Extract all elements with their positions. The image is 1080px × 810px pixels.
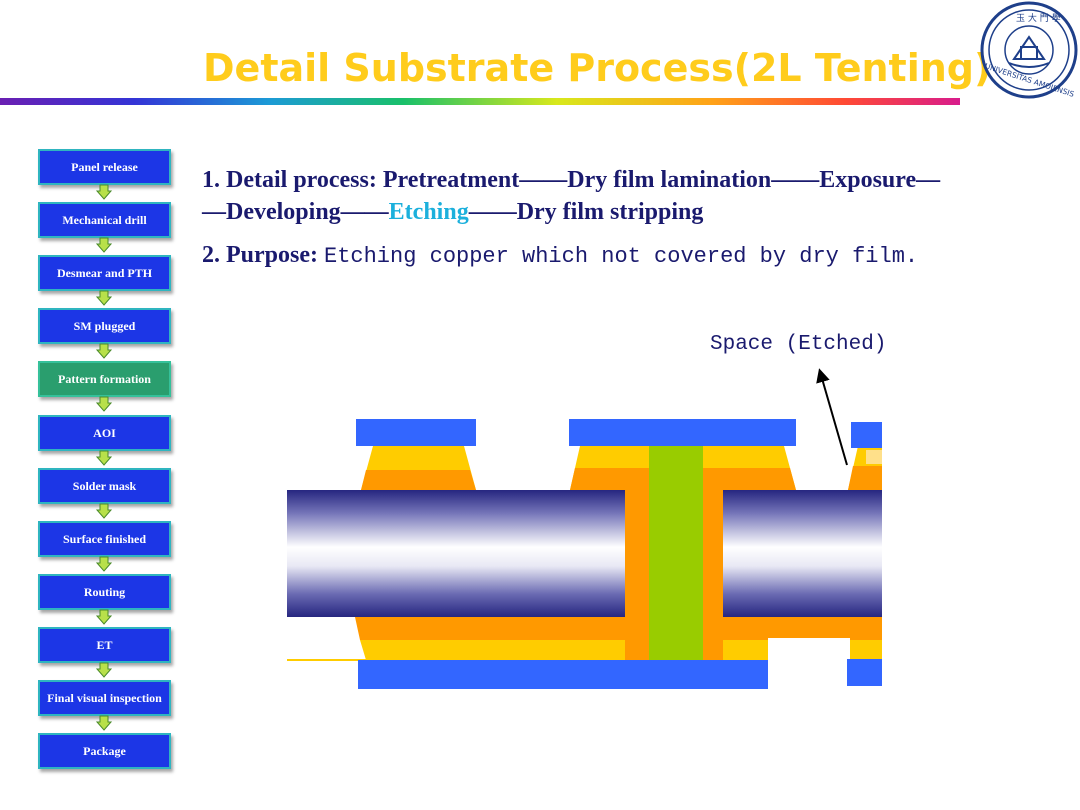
detail-process-line-2: —Developing——Etching——Dry film stripping [202,199,703,226]
detail-process-prefix: 1. Detail process: [202,167,383,193]
step-dry-film-stripping: Dry film stripping [516,199,704,225]
etched-space-arrow [816,368,848,466]
dry-film-top-center [569,419,796,446]
svg-text:⽟ ⼤ ⾨ 學: ⽟ ⼤ ⾨ 學 [1016,12,1061,24]
left-pad-top-copper-inner [361,470,476,490]
flow-arrow-down-icon [96,715,112,731]
flow-arrow-down-icon [96,184,112,200]
detail-process-line-1: 1. Detail process: Pretreatment——Dry fil… [202,167,940,194]
dry-film-top-left [356,419,476,446]
step-developing: Developing [226,199,341,225]
separator: —— [468,199,517,225]
flow-step-routing: Routing [38,574,171,610]
flow-arrow-down-icon [96,343,112,359]
via-barrel-copper-left [625,468,649,660]
flow-step-desmear-and-pth: Desmear and PTH [38,255,171,291]
title-underline [0,98,960,105]
flow-step-package: Package [38,733,171,769]
purpose-label: 2. Purpose: [202,242,318,268]
purpose-line: 2. Purpose: Etching copper which not cov… [202,242,918,269]
step-pretreatment: Pretreatment [382,167,520,193]
step-etching-current: Etching [388,199,469,225]
step-exposure: Exposure— [819,167,941,193]
flow-step-surface-finished: Surface finished [38,521,171,557]
flow-arrow-down-icon [96,450,112,466]
flow-arrow-down-icon [96,662,112,678]
left-core-laminate [287,490,625,617]
etched-space-bottom [768,638,850,662]
flow-arrow-down-icon [96,503,112,519]
separator: — [202,199,226,225]
step-dry-film-lamination: Dry film lamination [567,167,772,193]
flow-step-aoi: AOI [38,415,171,451]
separator: —— [771,167,820,193]
via-plug-fill [649,446,703,662]
flow-arrow-down-icon [96,396,112,412]
right-pad-top-copper-inner [848,466,882,490]
right-core-laminate [723,490,882,617]
flow-step-sm-plugged: SM plugged [38,308,171,344]
dry-film-top-right [851,422,882,448]
left-bottom-copper-inner [355,617,625,640]
left-bottom-copper-outer [360,640,625,660]
flow-step-panel-release: Panel release [38,149,171,185]
flow-step-pattern-formation: Pattern formation [38,361,171,397]
flow-arrow-down-icon [96,237,112,253]
via-barrel-copper-right [703,468,723,660]
dry-film-bottom-left [358,660,768,689]
separator: —— [340,199,389,225]
separator: —— [519,167,568,193]
flow-arrow-down-icon [96,609,112,625]
flow-step-mechanical-drill: Mechanical drill [38,202,171,238]
etched-space-label: Space (Etched) [710,333,887,356]
flow-step-et: ET [38,627,171,663]
page-title: Detail Substrate Process(2L Tenting) [203,46,992,90]
right-pad-top-highlight [866,450,882,464]
flow-step-final-visual-inspection: Final visual inspection [38,680,171,716]
dry-film-bottom-right [847,659,882,686]
flow-arrow-down-icon [96,290,112,306]
center-bottom-copper-inner [723,617,882,640]
purpose-text: Etching copper which not covered by dry … [324,244,919,269]
university-seal-logo: ⽟ ⼤ ⾨ 學 UNIVERSITAS AMOIENSIS [980,1,1078,99]
flow-arrow-down-icon [96,556,112,572]
flow-step-solder-mask: Solder mask [38,468,171,504]
